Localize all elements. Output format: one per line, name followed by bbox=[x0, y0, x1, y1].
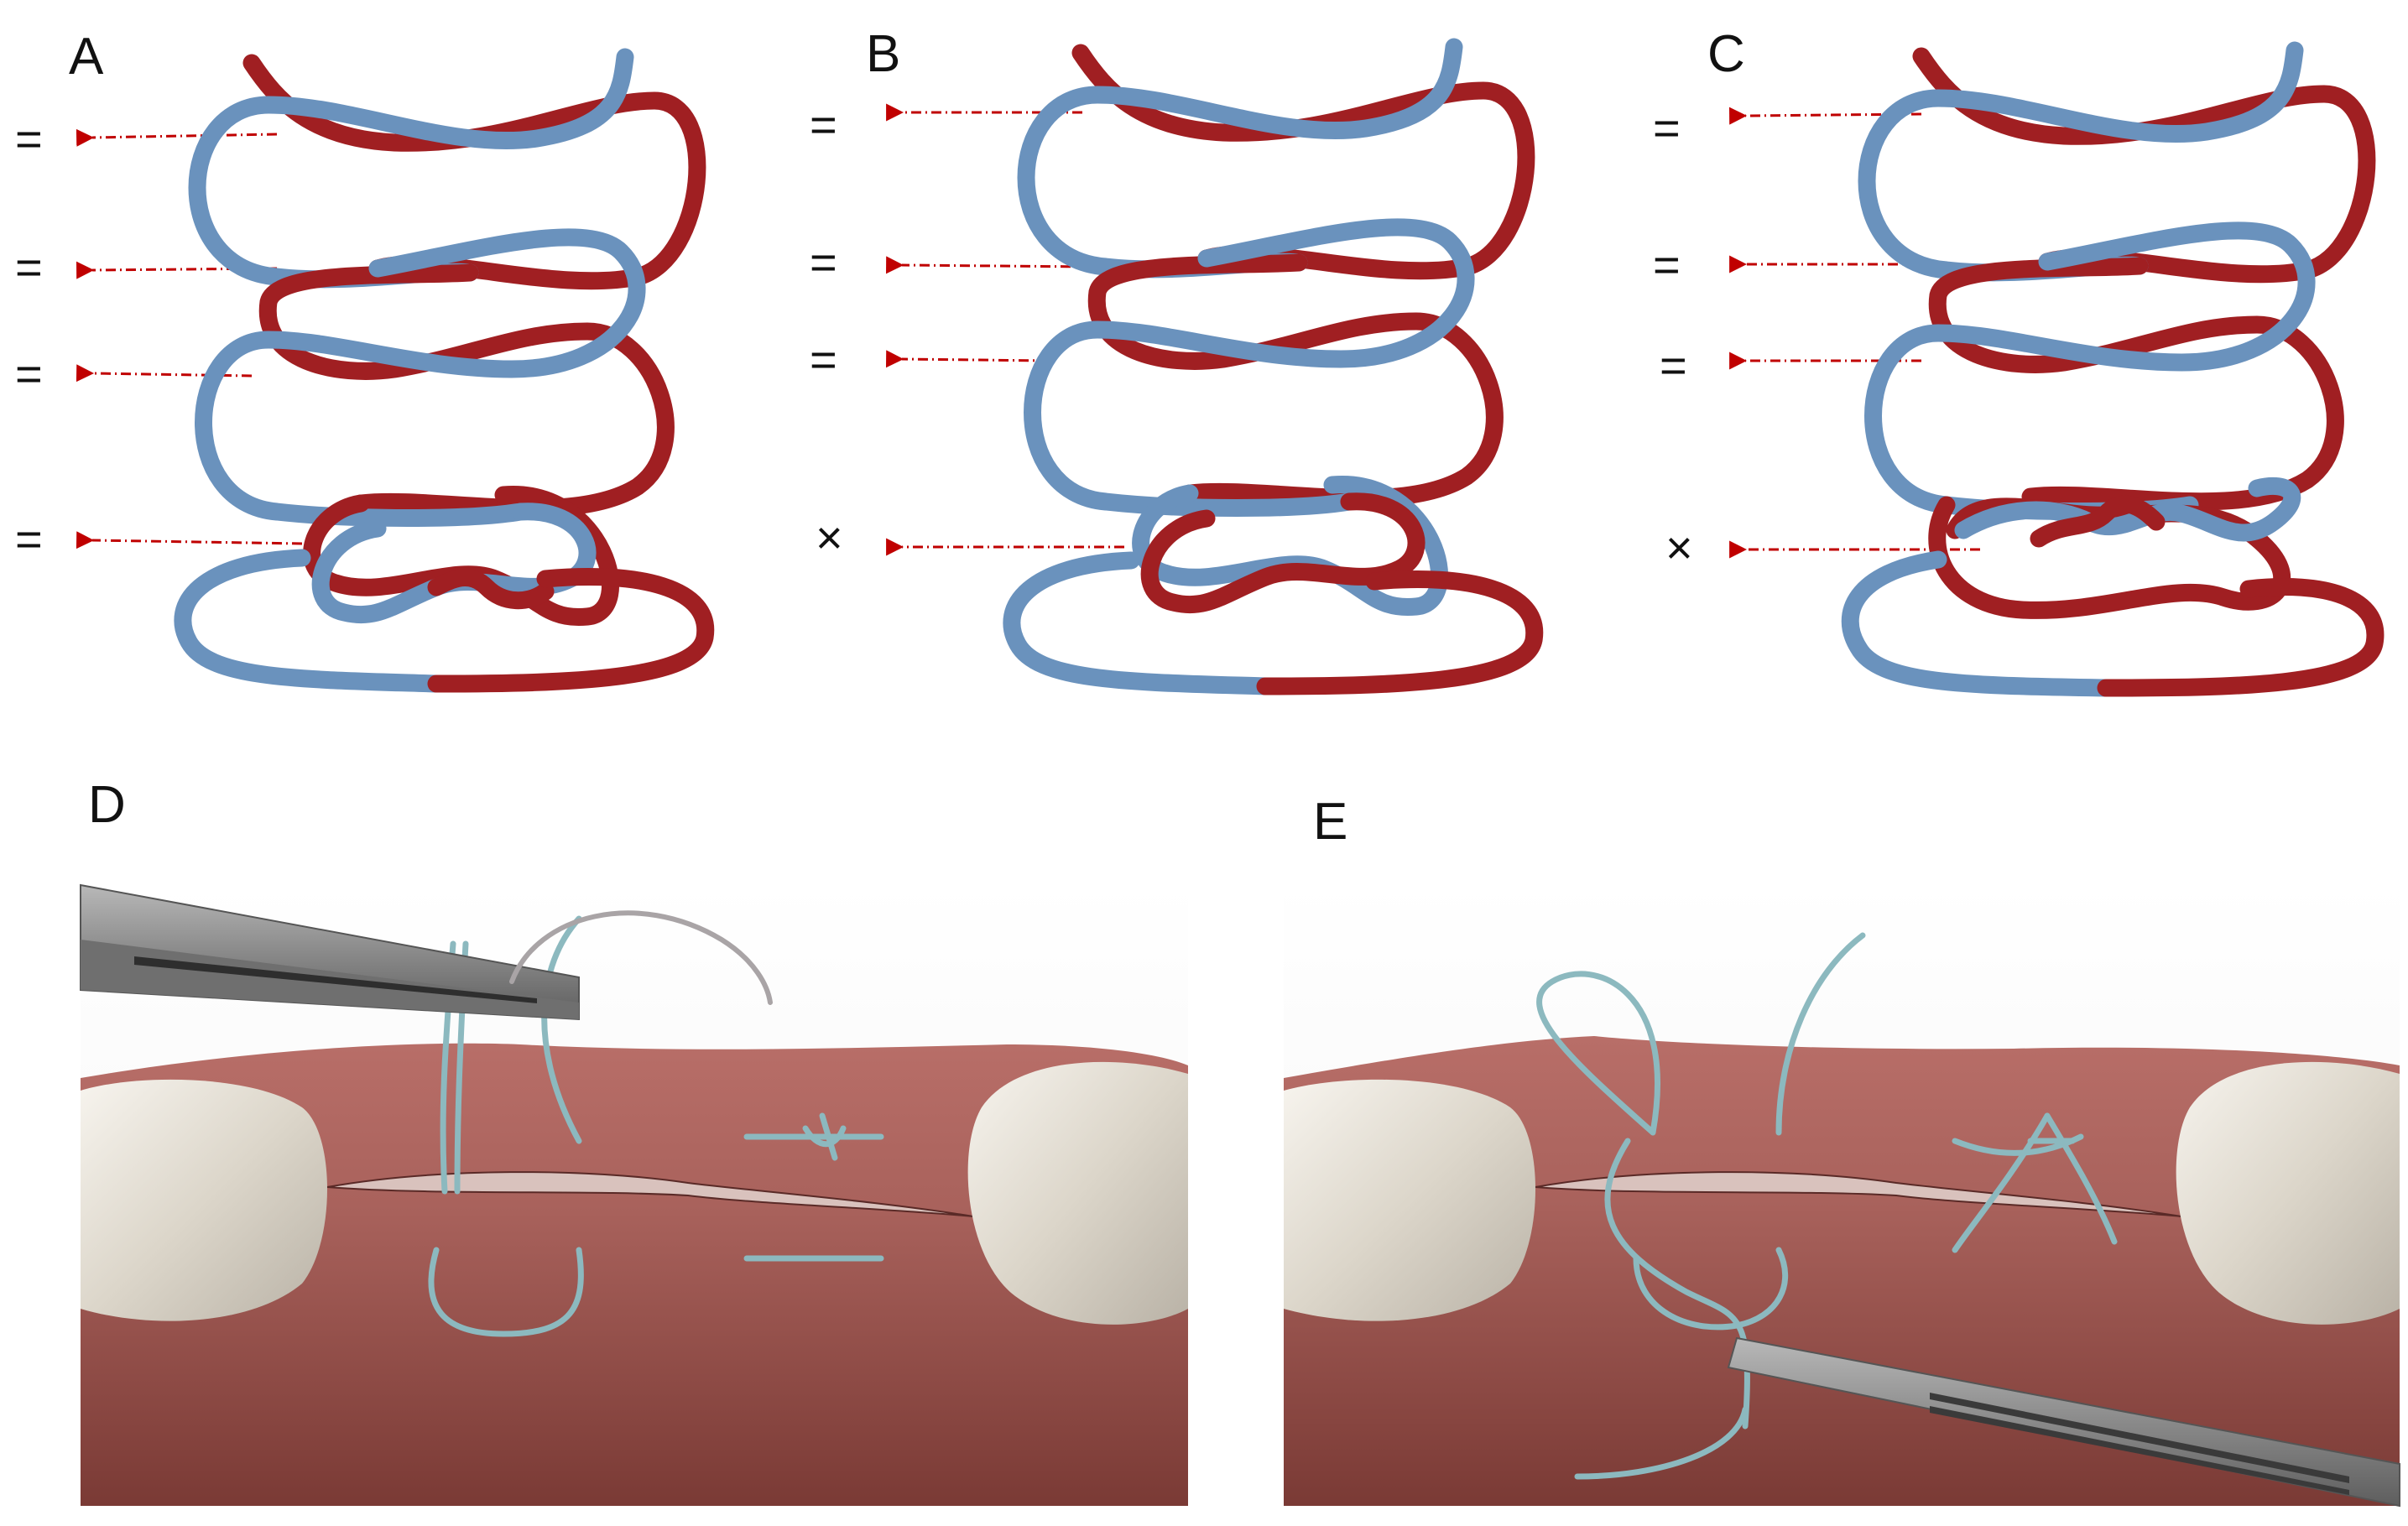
symbol-a-3: = bbox=[15, 347, 43, 400]
symbol-a-2: = bbox=[15, 241, 43, 294]
panel-letter-c: C bbox=[1707, 25, 1745, 83]
dash-arrow-left-icon bbox=[885, 350, 1050, 368]
symbol-b-3: = bbox=[810, 333, 837, 386]
oral-scene-d bbox=[80, 881, 1188, 1506]
panel-letter-b: B bbox=[866, 25, 900, 83]
suture-needle-icon bbox=[509, 910, 773, 1005]
needle-holder-icon bbox=[1727, 1336, 2400, 1508]
dash-arrow-left-icon bbox=[76, 531, 303, 549]
symbol-c-4: × bbox=[1665, 521, 1693, 574]
panel-letter-e: E bbox=[1313, 793, 1347, 851]
symbol-b-4: × bbox=[816, 511, 843, 564]
symbol-b-1: = bbox=[810, 98, 837, 151]
panel-c: C = = = × bbox=[1653, 25, 2385, 697]
panel-letter-d: D bbox=[88, 776, 126, 834]
gum-tissue bbox=[1284, 1036, 2400, 1506]
symbol-column-c: = = = × bbox=[1653, 102, 1693, 574]
dash-arrow-left-icon bbox=[886, 256, 1092, 274]
symbol-a-1: = bbox=[15, 112, 43, 165]
symbol-a-4: = bbox=[15, 513, 43, 565]
gum-tissue bbox=[81, 1043, 1188, 1506]
left-tooth bbox=[81, 1079, 327, 1321]
symbol-c-2: = bbox=[1653, 238, 1681, 291]
panel-letter-a: A bbox=[69, 28, 104, 86]
symbol-column-b: = = = × bbox=[810, 98, 843, 564]
knot-diagram bbox=[1841, 41, 2385, 697]
panel-a: A = = = = bbox=[15, 28, 715, 693]
panel-e: E bbox=[1284, 793, 2400, 1508]
right-tooth bbox=[2176, 1061, 2400, 1325]
symbol-c-3: = bbox=[1660, 339, 1687, 392]
tweezers-icon bbox=[80, 883, 580, 1021]
symbol-column-a: = = = = bbox=[15, 112, 43, 565]
oral-scene-e bbox=[1284, 881, 2400, 1508]
symbol-b-2: = bbox=[810, 236, 837, 289]
panel-b: B = = = × bbox=[810, 25, 1544, 695]
knot-diagram bbox=[1003, 38, 1544, 695]
left-tooth bbox=[1284, 1079, 1535, 1321]
arrows-a bbox=[76, 128, 303, 549]
right-tooth bbox=[967, 1061, 1188, 1325]
dash-arrow-left-icon bbox=[76, 128, 278, 147]
knot-diagram bbox=[174, 48, 715, 693]
symbol-c-1: = bbox=[1653, 102, 1681, 154]
panel-d: D bbox=[80, 776, 1188, 1506]
dash-arrow-left-icon bbox=[76, 364, 253, 383]
